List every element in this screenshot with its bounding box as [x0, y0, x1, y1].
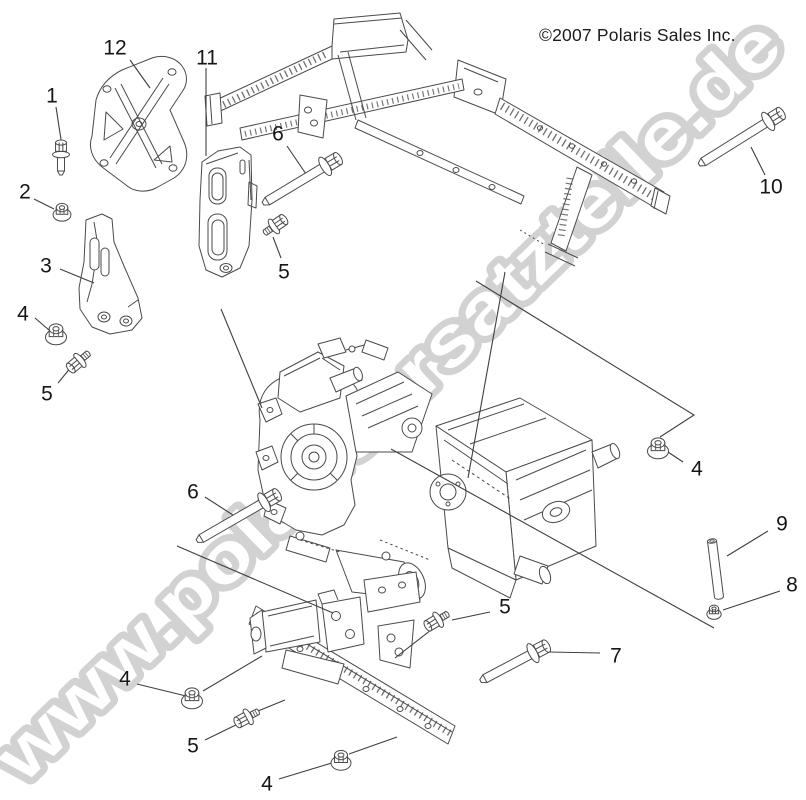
leader-line	[391, 449, 714, 628]
leader-line	[723, 591, 780, 610]
leader-line	[60, 269, 94, 283]
flange-nut-part-8	[707, 605, 721, 619]
callout-label-4: 4	[17, 303, 29, 326]
leader-line	[452, 612, 490, 620]
fasteners-layer	[46, 103, 790, 770]
flange-bolt-part-10	[694, 103, 790, 174]
leader-line	[349, 737, 397, 754]
flange-screw-part-5	[63, 346, 95, 376]
callout-label-2: 2	[19, 181, 31, 204]
engine-transmission-assembly	[256, 338, 622, 603]
leader-line	[203, 656, 262, 691]
flange-nut-part-4	[182, 688, 203, 709]
leader-line	[130, 60, 150, 88]
callout-label-1: 1	[46, 85, 58, 108]
callout-label-4: 4	[119, 668, 131, 691]
leader-line	[258, 700, 285, 711]
leader-lines	[34, 60, 780, 779]
callout-label-4: 4	[691, 458, 703, 481]
leader-line	[395, 630, 431, 658]
leader-line	[205, 497, 236, 517]
mount-plate-bracket	[90, 56, 186, 191]
leader-line	[727, 531, 768, 556]
callout-label-5: 5	[499, 596, 511, 619]
rear-engine-bracket	[199, 147, 257, 277]
leader-line	[668, 452, 683, 462]
leader-line	[35, 318, 49, 330]
callout-label-7: 7	[610, 645, 622, 668]
leader-line	[177, 546, 333, 613]
upper-frame-assembly	[205, 13, 670, 266]
flange-screw-part-5	[421, 606, 453, 635]
leader-line	[279, 762, 335, 779]
flange-nut-part-4	[331, 750, 351, 770]
callout-label-6: 6	[187, 481, 199, 504]
leader-line	[137, 684, 186, 696]
leader-line	[273, 237, 281, 258]
leader-line	[468, 272, 505, 478]
flange-bolt-part-6	[192, 484, 285, 550]
spacer-tube-part-9	[707, 538, 723, 599]
leader-line	[287, 146, 306, 174]
callout-label-3: 3	[40, 255, 52, 278]
flange-nut-part-4	[648, 438, 669, 459]
callout-label-5: 5	[278, 261, 290, 284]
leader-line	[56, 107, 62, 146]
flange-bolt-part-6	[258, 148, 347, 213]
callout-label-10: 10	[759, 176, 782, 199]
callout-label-9: 9	[776, 513, 788, 536]
callout-label-5: 5	[41, 383, 53, 406]
leader-line	[549, 652, 600, 653]
leader-line	[34, 199, 54, 209]
callout-label-5: 5	[187, 735, 199, 758]
flange-nut-part-4	[46, 324, 67, 345]
leader-line	[221, 309, 262, 408]
callout-label-8: 8	[786, 574, 798, 597]
front-engine-bracket	[79, 214, 142, 334]
flange-nut-part-2	[53, 203, 71, 221]
leader-line	[476, 281, 694, 437]
flange-bolt-part-1	[53, 140, 70, 175]
flange-bolt-part-7	[476, 635, 554, 690]
callout-label-11: 11	[196, 47, 218, 70]
copyright-notice: ©2007 Polaris Sales Inc.	[539, 25, 736, 45]
callout-label-12: 12	[103, 37, 126, 60]
callout-label-4: 4	[261, 773, 273, 796]
leader-line	[751, 147, 765, 175]
callout-label-6: 6	[272, 123, 284, 146]
flange-screw-part-5	[231, 704, 263, 732]
lower-frame-rail	[249, 572, 455, 744]
flange-screw-part-5	[259, 211, 291, 241]
